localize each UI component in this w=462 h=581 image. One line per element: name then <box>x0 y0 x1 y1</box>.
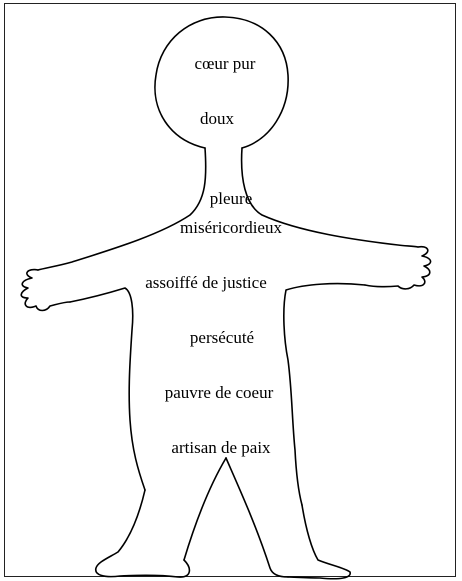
label-pleure: pleure <box>210 190 252 207</box>
label-pauvre-de-coeur: pauvre de coeur <box>165 384 274 401</box>
left-leg-inner-outline <box>184 458 226 560</box>
label-artisan-de-paix: artisan de paix <box>171 439 270 456</box>
right-hand-outline <box>365 247 431 289</box>
label-doux: doux <box>200 110 234 127</box>
left-arm-top-outline <box>38 148 206 270</box>
left-hand-outline <box>21 270 70 311</box>
label-assoiffe-de-justice: assoiffé de justice <box>145 274 266 291</box>
left-leg-outer-outline <box>96 490 190 577</box>
right-arm-bottom-outline <box>284 284 365 505</box>
right-leg-inner-outline <box>226 458 288 577</box>
head-outline <box>155 17 288 148</box>
label-misericordieux: miséricordieux <box>180 219 282 236</box>
left-arm-bottom-outline <box>70 288 145 490</box>
right-leg-outer-outline <box>288 505 350 579</box>
label-persecute: persécuté <box>190 329 254 346</box>
label-coeur-pur: cœur pur <box>195 55 256 72</box>
